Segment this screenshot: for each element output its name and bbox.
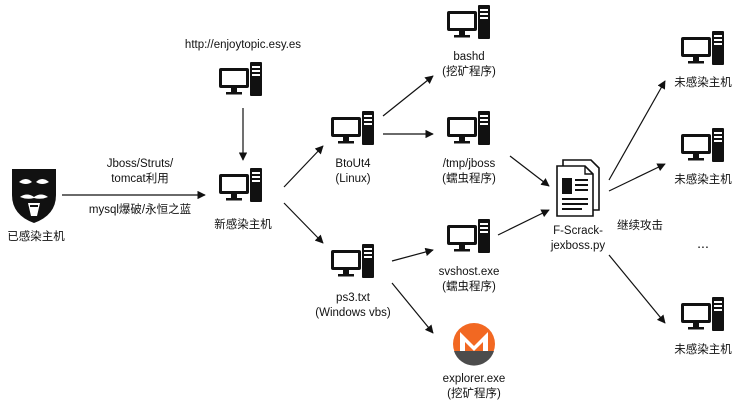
jboss-label-line2: (蠕虫程序): [442, 173, 496, 185]
uninfected-1-computer-icon: [681, 31, 724, 65]
bashd-label-line2: (挖矿程序): [442, 66, 496, 78]
infected-host-label: 已感染主机: [7, 231, 65, 243]
explorer-label-line1: explorer.exe: [442, 373, 506, 385]
monero-icon: [453, 323, 495, 366]
svshost-label-line1: svshost.exe: [438, 266, 500, 278]
linux-label-line2: (Linux): [335, 173, 371, 185]
jboss-label-line1: /tmp/jboss: [442, 158, 496, 170]
exploit-label-line1: Jboss/Struts/: [106, 158, 174, 170]
linux-computer-icon: [331, 111, 374, 145]
exploit-label-line2: tomcat利用: [111, 173, 169, 185]
ellipsis-label: ...: [697, 235, 709, 251]
linux-label-line1: BtoUt4: [335, 158, 371, 170]
svshost-label-line2: (蠕虫程序): [442, 281, 496, 293]
continue-attack-label: 继续攻击: [617, 220, 663, 232]
fscrack-label-line2: jexboss.py: [550, 240, 606, 252]
hacker-mask-icon: [12, 169, 56, 223]
website-computer-icon: [219, 62, 262, 96]
website-url-label: http://enjoytopic.esy.es: [184, 39, 302, 51]
windows-computer-icon: [331, 244, 374, 278]
exploit-label-line3: mysql爆破/永恒之蓝: [88, 204, 192, 216]
new-host-label: 新感染主机: [214, 219, 272, 231]
uninfected-host-2-label: 未感染主机: [674, 174, 732, 186]
file-icon: [556, 159, 600, 217]
new-host-computer-icon: [219, 168, 262, 202]
uninfected-2-computer-icon: [681, 128, 724, 162]
uninfected-host-3-label: 未感染主机: [674, 344, 732, 356]
windows-label-line2: (Windows vbs): [315, 307, 391, 319]
explorer-label-line2: (挖矿程序): [447, 388, 501, 400]
windows-label-line1: ps3.txt: [336, 292, 370, 304]
jboss-computer-icon: [447, 111, 490, 145]
fscrack-label-line1: F-Scrack-: [553, 225, 603, 237]
uninfected-3-computer-icon: [681, 297, 724, 331]
bashd-label-line1: bashd: [453, 51, 485, 63]
svshost-computer-icon: [447, 219, 490, 253]
bashd-computer-icon: [447, 5, 490, 39]
uninfected-host-1-label: 未感染主机: [674, 77, 732, 89]
arrows: [62, 75, 666, 334]
